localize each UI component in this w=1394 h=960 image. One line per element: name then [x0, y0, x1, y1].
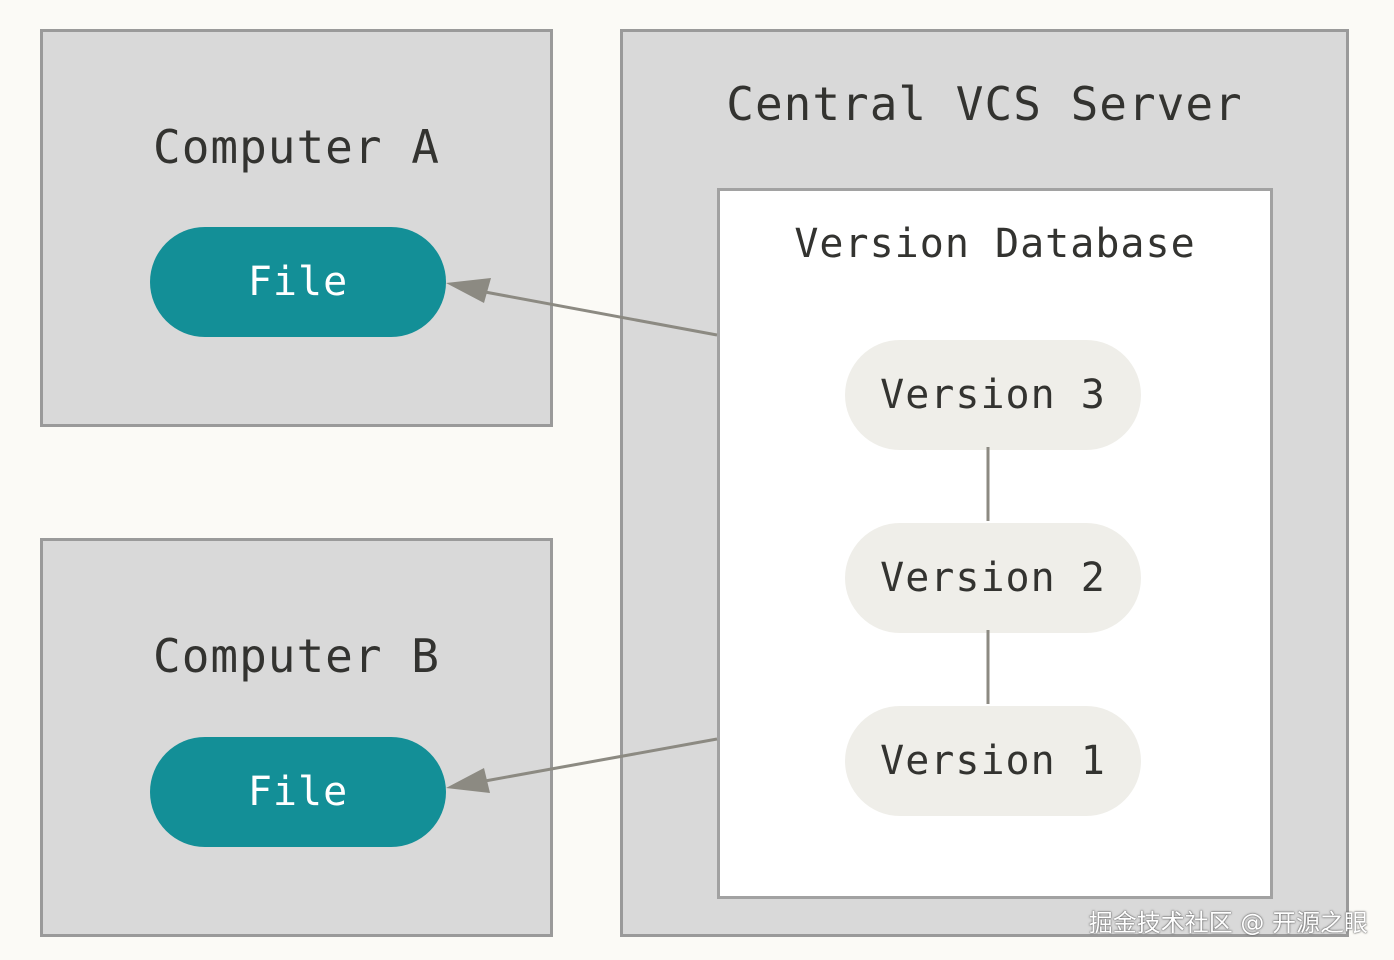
- central-vcs-server-title: Central VCS Server: [726, 77, 1243, 131]
- version-2: Version 2: [845, 523, 1141, 633]
- version-3: Version 3: [845, 340, 1141, 450]
- watermark-text: 掘金技术社区 @ 开源之眼: [1088, 909, 1368, 937]
- computer-a-box: Computer A File: [40, 29, 553, 427]
- version-database-title: Version Database: [794, 221, 1196, 267]
- version-database-box: Version Database Version 3 Version 2 Ver…: [717, 188, 1273, 899]
- computer-a-file: File: [150, 227, 446, 337]
- version-1: Version 1: [845, 706, 1141, 816]
- central-vcs-server-box: Central VCS Server Version Database Vers…: [620, 29, 1349, 937]
- computer-a-title: Computer A: [153, 120, 440, 174]
- computer-b-title: Computer B: [153, 629, 440, 683]
- computer-b-box: Computer B File: [40, 538, 553, 937]
- computer-b-file: File: [150, 737, 446, 847]
